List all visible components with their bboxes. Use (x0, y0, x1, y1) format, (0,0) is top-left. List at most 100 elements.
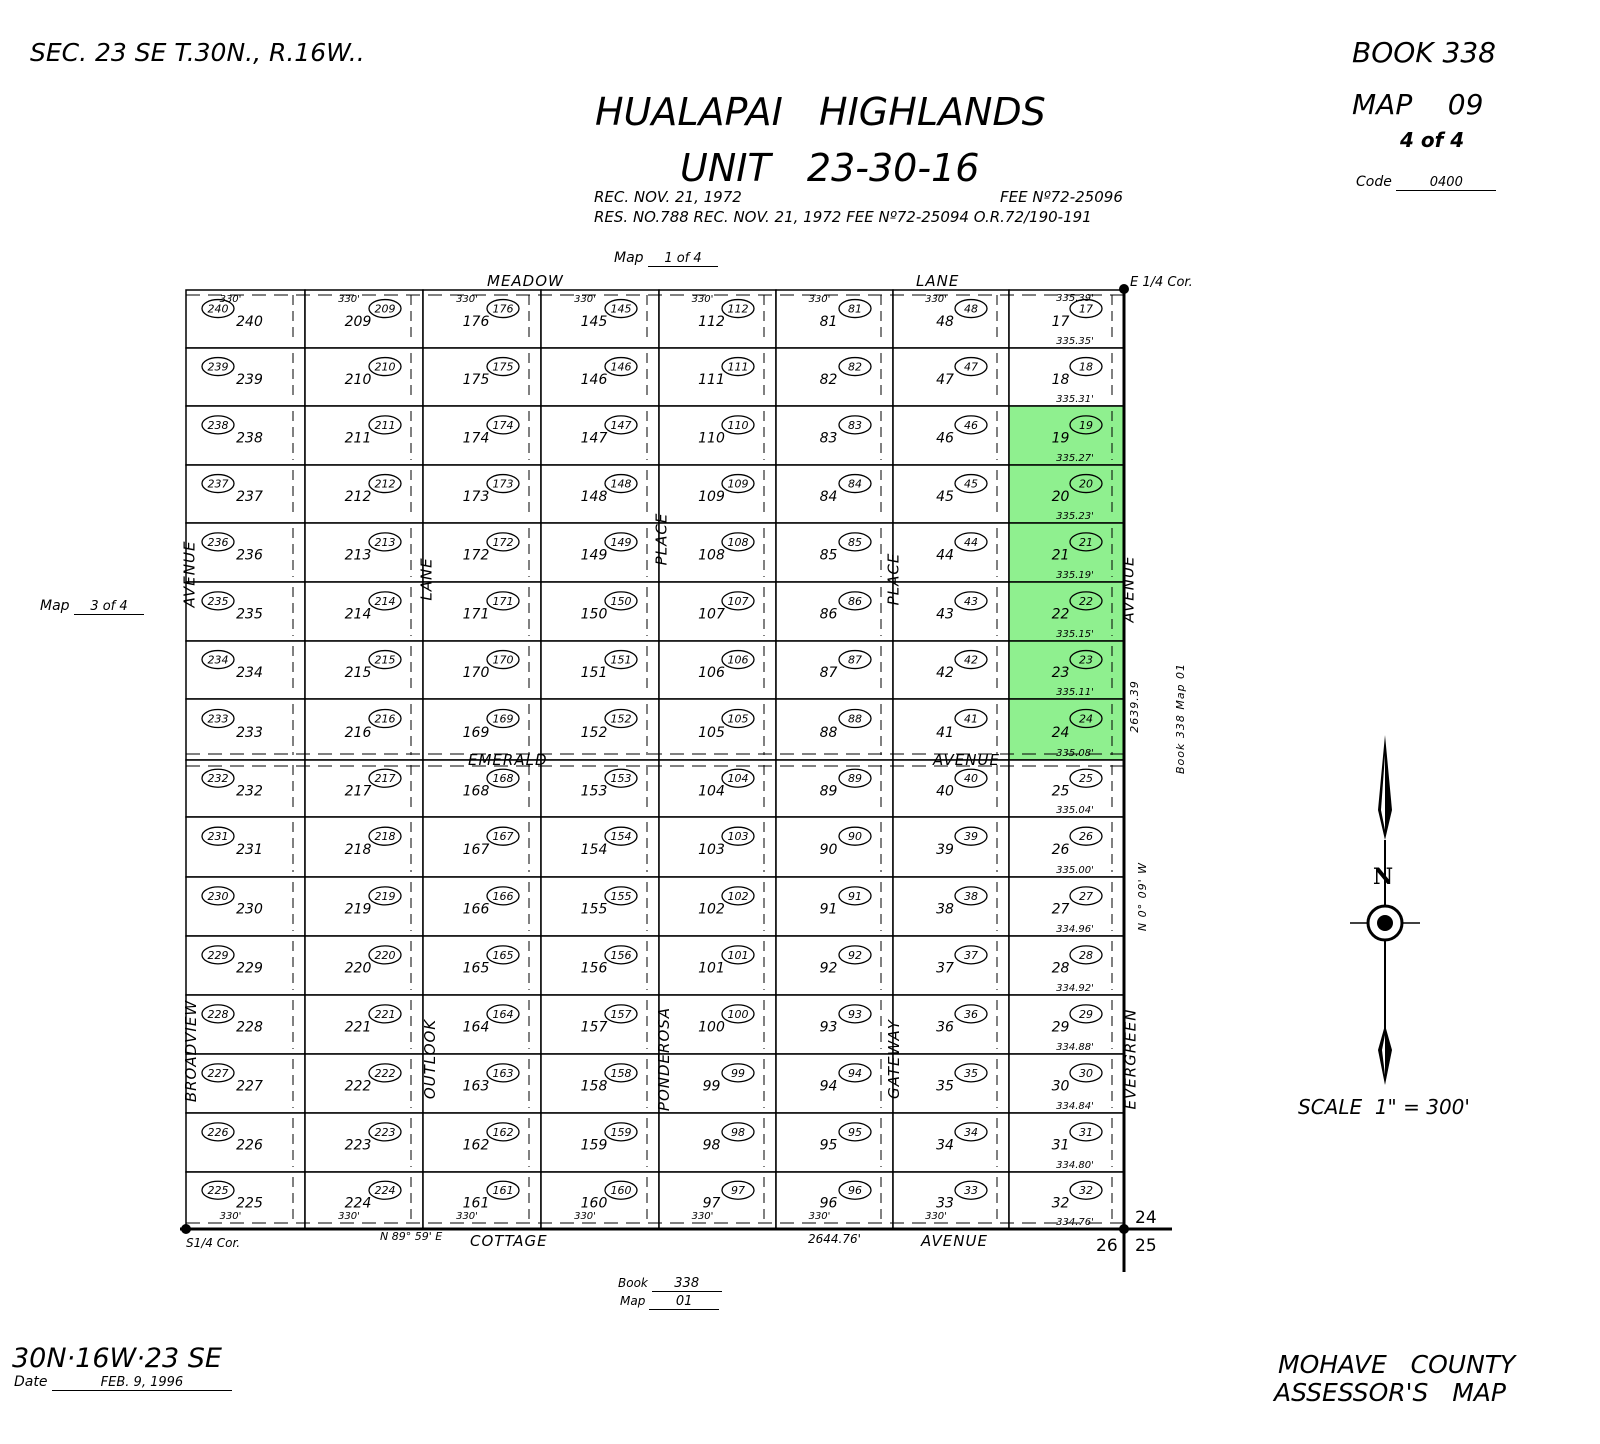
parcel-circle-number: 25 (1079, 772, 1093, 785)
parcel-circle-icon (486, 708, 520, 729)
parcel-circle-icon (954, 591, 988, 611)
parcel-lot (658, 935, 777, 996)
parcel-circle-icon (1069, 1004, 1103, 1024)
lot-frontage-dimension: 330' (574, 1211, 596, 1222)
parcel-lot-number: 85 (820, 548, 838, 564)
parcel-circle-icon (838, 768, 872, 788)
parcel-lot (1008, 522, 1125, 583)
parcel-lot (540, 289, 660, 349)
parcel-lot-number: 17 (1052, 314, 1070, 330)
rec-date: REC. NOV. 21, 1972 (594, 188, 742, 206)
street-gateway: GATEWAY (884, 1019, 903, 1099)
parcel-lot (185, 464, 306, 524)
parcel-lot-number: 38 (936, 902, 954, 918)
parcel-circle-number: 112 (728, 303, 749, 316)
parcel-circle-number: 173 (493, 478, 514, 491)
parcel-circle-icon (954, 945, 988, 965)
parcel-lot-number: 170 (463, 665, 490, 681)
parcel-lot-number: 23 (1052, 665, 1070, 681)
parcel-circle-icon (604, 1004, 638, 1024)
parcel-circle-icon (1069, 708, 1103, 729)
section-26: 26 (1096, 1236, 1118, 1256)
parcel-lot-number: 226 (236, 1138, 263, 1154)
map-number: MAP 09 (1352, 88, 1484, 121)
parcel-circle-icon (604, 945, 638, 965)
bottom-map-ref: Map 01 (620, 1294, 720, 1310)
parcel-lot (1008, 1053, 1125, 1114)
parcel-circle-number: 96 (848, 1184, 862, 1197)
parcel-lot (892, 522, 1010, 583)
street-avenue-right: AVENUE (1119, 555, 1138, 623)
parcel-lot (892, 347, 1010, 407)
parcel-lot (540, 994, 660, 1055)
parcel-circle-number: 228 (208, 1008, 229, 1021)
parcel-lot-number: 20 (1052, 489, 1070, 505)
parcel-lot (304, 1053, 424, 1114)
parcel-lot-number: 209 (345, 314, 372, 330)
parcel-circle-icon (1069, 473, 1103, 494)
parcel-circle-icon (954, 886, 988, 906)
fee-number: FEE Nº72-25096 (1000, 188, 1123, 206)
parcel-lot (304, 405, 424, 466)
parcel-lot-number: 146 (581, 372, 608, 388)
s-quarter-corner-monument (181, 1224, 191, 1234)
parcel-lot-number: 46 (936, 431, 954, 447)
parcel-lot-number: 45 (936, 489, 954, 505)
parcel-lot-number: 150 (581, 607, 608, 623)
parcel-lot-number: 154 (581, 842, 608, 858)
parcel-circle-icon (954, 1004, 988, 1024)
parcel-lot (540, 698, 660, 761)
parcel-circle-number: 230 (208, 890, 229, 903)
parcel-lot (185, 347, 306, 407)
parcel-circle-icon (201, 1063, 235, 1083)
parcel-circle-icon (368, 1122, 402, 1142)
parcel-circle-number: 38 (964, 890, 978, 903)
parcel-lot-number: 92 (820, 961, 838, 977)
value: 01 (649, 1294, 720, 1310)
parcel-circle-icon (604, 591, 638, 611)
south-bearing: N 89° 59' E (380, 1230, 443, 1243)
parcel-lot-number: 81 (820, 314, 838, 330)
parcel-lot-number: 156 (581, 961, 608, 977)
parcel-circle-number: 24 (1079, 713, 1093, 726)
parcel-circle-number: 162 (493, 1126, 514, 1139)
parcel-circle-number: 87 (848, 654, 862, 667)
east-lot-dimension: 335.27' (1056, 453, 1094, 464)
parcel-lot (540, 405, 660, 466)
street-cottage: COTTAGE (470, 1232, 548, 1250)
east-lot-dimension: 335.19' (1056, 570, 1094, 581)
parcel-lot-number: 149 (581, 548, 608, 564)
parcel-circle-icon (201, 1122, 235, 1142)
parcel-circle-icon (604, 1180, 638, 1200)
parcel-circle-icon (486, 1122, 520, 1142)
parcel-circle-number: 237 (208, 478, 229, 491)
parcel-lot-number: 29 (1052, 1020, 1070, 1036)
parcel-lot-number: 168 (463, 783, 490, 799)
parcel-circle-number: 33 (964, 1184, 978, 1197)
parcel-circle-icon (838, 473, 872, 494)
parcel-circle-number: 20 (1079, 478, 1093, 491)
parcel-circle-number: 159 (611, 1126, 632, 1139)
resolution-line: RES. NO.788 REC. NOV. 21, 1972 FEE Nº72-… (594, 208, 1092, 226)
parcel-lot-number: 233 (236, 725, 263, 741)
parcel-circle-icon (721, 649, 755, 670)
parcel-lot (892, 1053, 1010, 1114)
parcel-circle-number: 224 (375, 1184, 396, 1197)
parcel-circle-number: 26 (1079, 830, 1093, 843)
parcel-lot-number: 220 (345, 961, 372, 977)
parcel-circle-icon (838, 708, 872, 729)
parcel-circle-number: 152 (611, 713, 632, 726)
parcel-circle-icon (201, 591, 235, 611)
parcel-circle-number: 102 (728, 890, 749, 903)
parcel-circle-number: 229 (208, 949, 229, 962)
parcel-circle-number: 98 (731, 1126, 745, 1139)
parcel-circle-number: 85 (848, 536, 862, 549)
parcel-lot-number: 148 (581, 489, 608, 505)
parcel-circle-number: 93 (848, 1008, 862, 1021)
parcel-circle-number: 226 (208, 1126, 229, 1139)
parcel-lot-number: 215 (345, 665, 372, 681)
street-outlook: OUTLOOK (421, 1018, 440, 1100)
parcel-lot-number: 157 (581, 1020, 608, 1036)
parcel-lot-number: 18 (1052, 372, 1070, 388)
parcel-lot-number: 211 (345, 431, 372, 447)
